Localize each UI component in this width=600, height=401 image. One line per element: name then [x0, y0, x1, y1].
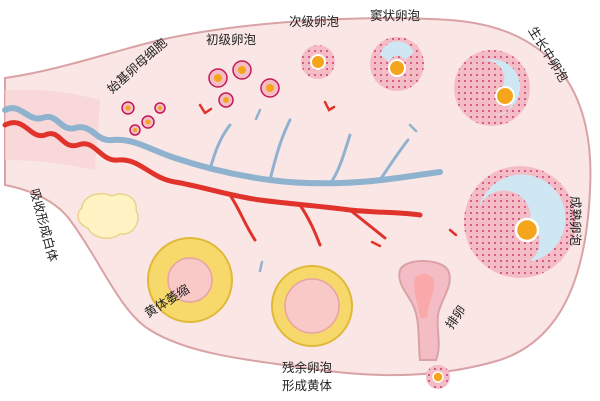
label-secondary-follicle: 次级卵泡 — [289, 14, 340, 29]
corpus-albicans — [77, 192, 139, 240]
primary-follicles — [208, 60, 280, 108]
antral-follicle — [370, 37, 424, 91]
mature-follicle — [464, 166, 576, 278]
label-residual-follicle-2: 形成黄体 — [282, 378, 333, 393]
artery — [2, 120, 423, 247]
label-mature-follicle: 成熟卵泡 — [568, 196, 583, 247]
small-vessel-branches — [198, 100, 458, 273]
primordial-follicles — [121, 101, 166, 136]
ovulating-follicle — [398, 260, 451, 389]
label-primary-follicle: 初级卵泡 — [206, 32, 257, 47]
ovary-hilum — [5, 89, 100, 170]
secondary-follicle — [301, 45, 335, 79]
forming-corpus-luteum — [271, 265, 353, 347]
label-residual-follicle-1: 残余卵泡 — [282, 360, 333, 375]
corpus-luteum-atrophy — [147, 237, 233, 323]
vein — [2, 105, 443, 187]
growing-follicle — [454, 50, 530, 126]
label-antral-follicle: 窦状卵泡 — [370, 8, 421, 23]
